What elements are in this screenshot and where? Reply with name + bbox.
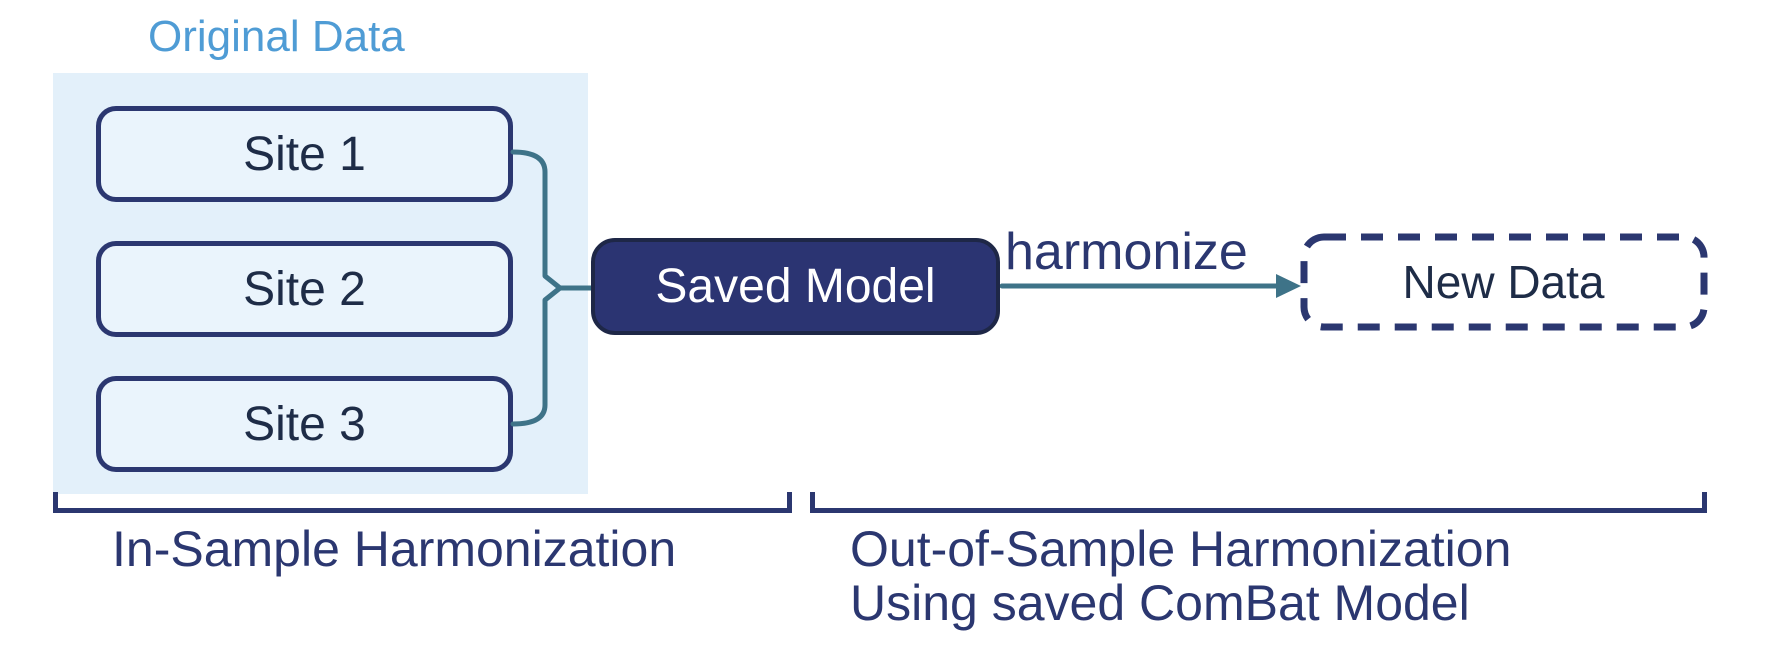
out-of-sample-caption-line2: Using saved ComBat Model xyxy=(850,575,1470,631)
in-sample-caption: In-Sample Harmonization xyxy=(112,521,677,577)
new-data-label: New Data xyxy=(1402,256,1605,308)
site-3-box: Site 3 xyxy=(96,376,513,472)
site-1-label: Site 1 xyxy=(243,127,366,181)
site-2-box: Site 2 xyxy=(96,241,513,337)
out-of-sample-caption-line1: Out-of-Sample Harmonization xyxy=(850,521,1512,577)
site-3-label: Site 3 xyxy=(243,397,366,451)
new-data-box: New Data xyxy=(1300,234,1707,330)
harmonize-arrow-head xyxy=(1276,274,1301,298)
saved-model-label: Saved Model xyxy=(655,260,936,313)
saved-model-box: Saved Model xyxy=(591,238,1000,335)
site-1-box: Site 1 xyxy=(96,106,513,202)
harmonize-arrow-label: harmonize xyxy=(1005,223,1248,281)
original-data-label: Original Data xyxy=(148,12,405,61)
site-2-label: Site 2 xyxy=(243,262,366,316)
out-of-sample-bracket xyxy=(810,492,1707,513)
out-of-sample-caption: Out-of-Sample Harmonization Using saved … xyxy=(850,522,1511,630)
in-sample-bracket xyxy=(53,492,792,513)
